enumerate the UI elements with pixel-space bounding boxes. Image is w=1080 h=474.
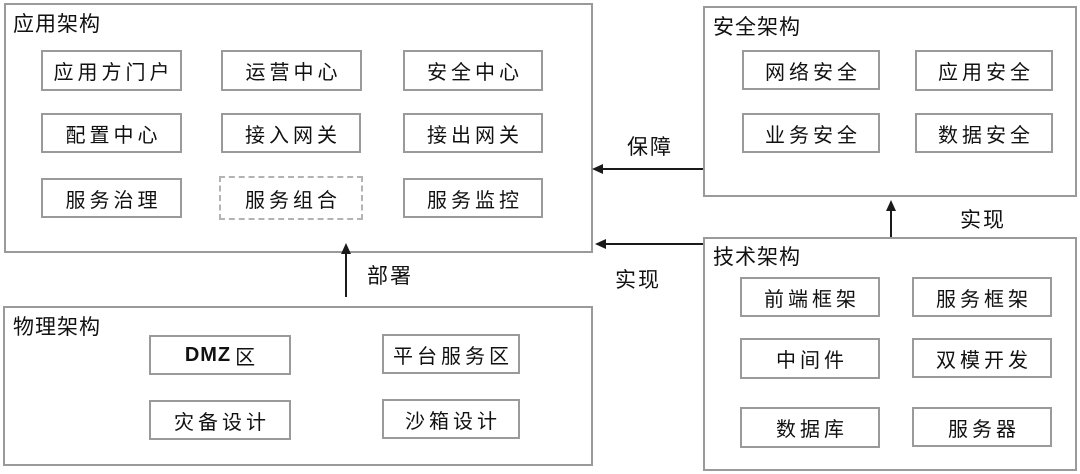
realize-security-arrow-label: 实现 (960, 208, 1006, 232)
inbound-gateway-box: 接入网关 (221, 113, 361, 153)
deploy-arrowhead-icon (341, 243, 351, 254)
disaster-recovery-box: 灾备设计 (149, 400, 291, 440)
physical-architecture-container (3, 306, 593, 466)
application-architecture-title: 应用架构 (13, 12, 101, 36)
application-security-box: 应用安全 (915, 50, 1053, 91)
deploy-arrow-line (345, 253, 347, 297)
physical-architecture-title: 物理架构 (13, 315, 101, 339)
dual-mode-dev-box: 双模开发 (912, 338, 1052, 378)
security-architecture-container (703, 6, 1077, 197)
realize-app-arrow-label: 实现 (615, 268, 661, 292)
middleware-box: 中间件 (740, 338, 880, 379)
security-center-box: 安全中心 (403, 50, 543, 91)
realize-app-arrow-line (605, 243, 703, 245)
server-box: 服务器 (912, 407, 1052, 447)
technology-architecture-title: 技术架构 (713, 245, 801, 269)
service-monitoring-box: 服务监控 (403, 178, 543, 218)
frontend-framework-box: 前端框架 (740, 277, 880, 317)
guarantee-arrow-line (602, 168, 703, 170)
service-governance-box: 服务治理 (41, 178, 182, 218)
service-composition-box: 服务组合 (219, 176, 363, 220)
realize-security-arrow-line (890, 210, 892, 237)
realize-security-arrowhead-icon (886, 200, 896, 211)
deploy-arrow-label: 部署 (367, 264, 413, 288)
security-architecture-title: 安全架构 (713, 15, 801, 39)
operation-center-box: 运营中心 (221, 50, 362, 91)
guarantee-arrowhead-icon (592, 164, 603, 174)
app-portal-box: 应用方门户 (41, 50, 182, 91)
guarantee-arrow-label: 保障 (627, 135, 673, 159)
outbound-gateway-box: 接出网关 (403, 113, 543, 153)
realize-app-arrowhead-icon (595, 239, 606, 249)
data-security-box: 数据安全 (915, 113, 1053, 153)
dmz-zone-label-latin: DMZ (184, 343, 232, 366)
config-center-box: 配置中心 (41, 113, 182, 153)
business-security-box: 业务安全 (742, 113, 880, 153)
sandbox-design-box: 沙箱设计 (382, 399, 520, 439)
platform-service-zone-box: 平台服务区 (382, 334, 520, 374)
service-framework-box: 服务框架 (912, 277, 1052, 317)
database-box: 数据库 (740, 407, 880, 448)
dmz-zone-label-cjk: 区 (235, 346, 260, 369)
network-security-box: 网络安全 (742, 50, 880, 90)
